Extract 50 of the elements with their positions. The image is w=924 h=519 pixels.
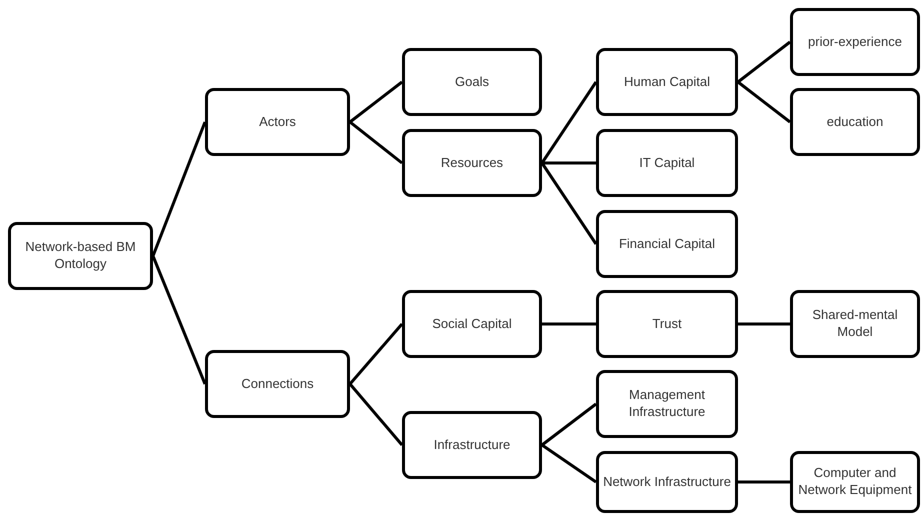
node-label: Connections (241, 376, 314, 392)
node-label: Infrastructure (434, 436, 510, 454)
node-label: education (826, 114, 884, 130)
connector-line (542, 162, 596, 164)
connector-line (738, 480, 790, 484)
connector-line (737, 40, 791, 84)
connector-line (541, 402, 597, 446)
concept-box (596, 210, 738, 278)
node-label: Human Capital (624, 74, 710, 90)
concept-box (402, 411, 542, 479)
node-label: Financial Capital (618, 236, 716, 252)
concept-box (596, 370, 738, 438)
node-label: Network-based BM Ontology (24, 239, 137, 273)
node-label: Shared-mental Model (811, 307, 899, 341)
node-label: Computer and Network Equipment (797, 465, 913, 499)
concept-box (205, 88, 350, 156)
concept-box (596, 290, 738, 358)
connector-line (541, 444, 597, 484)
connector-line (348, 323, 404, 385)
concept-box (205, 350, 350, 418)
concept-box (596, 451, 738, 513)
node-label: Network Infrastructure (603, 474, 731, 490)
connector-line (540, 162, 598, 245)
concept-box (790, 290, 920, 358)
connector-line (738, 322, 790, 326)
node-label: Actors (259, 114, 296, 130)
concept-box (402, 290, 542, 358)
connector-line (152, 121, 206, 257)
connector-line (152, 255, 206, 385)
concept-box (8, 222, 153, 290)
concept-box (402, 129, 542, 197)
concept-box (596, 48, 738, 116)
concept-box (790, 8, 920, 76)
concept-box (790, 451, 920, 513)
connector-line (348, 383, 404, 446)
node-label: IT Capital (639, 154, 695, 172)
node-label: Resources (440, 154, 504, 172)
connector-line (542, 322, 596, 326)
node-label: prior-experience (808, 34, 902, 50)
concept-box (790, 88, 920, 156)
concept-box (596, 129, 738, 197)
concept-box (402, 48, 542, 116)
node-label: Management Infrastructure (628, 387, 706, 421)
connector-line (349, 80, 403, 124)
node-label: Social Capital (432, 316, 512, 332)
node-label: Trust (652, 316, 682, 332)
connector-line (737, 80, 791, 124)
connector-line (349, 120, 403, 164)
node-label: Goals (455, 74, 489, 90)
connector-line (540, 81, 598, 164)
